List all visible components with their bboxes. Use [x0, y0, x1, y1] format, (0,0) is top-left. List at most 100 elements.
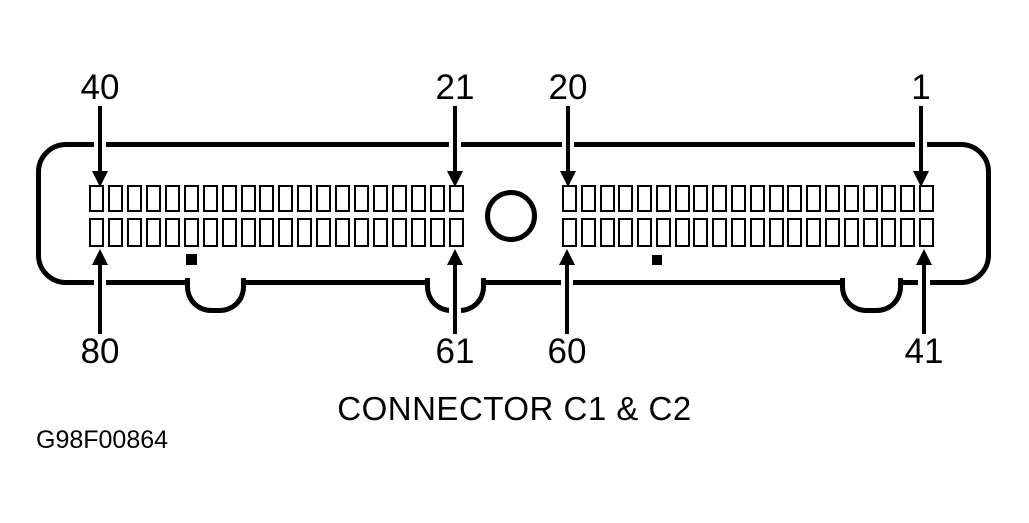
arrow-up-icon: [916, 249, 932, 265]
pin-terminal: [221, 218, 237, 247]
pin-terminal: [562, 218, 577, 247]
figure-id: G98F00864: [36, 426, 169, 454]
pin-terminal: [202, 218, 218, 247]
pin-terminal: [240, 185, 256, 212]
arrow-shaft: [449, 106, 461, 172]
pin-terminal: [787, 218, 803, 247]
pin-number-label: 21: [435, 68, 475, 107]
pin-terminal: [392, 218, 407, 247]
arrow-down-icon: [560, 171, 576, 187]
pin-terminal: [843, 185, 859, 212]
arrow-shaft: [94, 262, 106, 334]
pin-terminal: [674, 218, 690, 247]
pin-terminal: [297, 218, 313, 247]
pin-number-label: 40: [80, 68, 120, 107]
pin-terminal: [749, 185, 765, 212]
pin-terminal: [392, 185, 407, 212]
pin-terminal: [655, 185, 671, 212]
pin-terminal: [599, 218, 615, 247]
pin-terminal: [429, 185, 445, 212]
pin-number-label: 80: [80, 332, 120, 371]
pin-number-label: 61: [435, 332, 475, 371]
arrow-down-icon: [447, 171, 463, 187]
pin-terminal: [448, 218, 464, 247]
pin-row-60-41: [562, 218, 934, 247]
pin-terminal: [824, 218, 840, 247]
arrow-up-icon: [92, 249, 108, 265]
pin-terminal: [637, 185, 653, 212]
pin-terminal: [278, 185, 294, 212]
pin-terminal: [354, 185, 370, 212]
pin-terminal: [693, 185, 709, 212]
pin-terminal: [410, 185, 426, 212]
pin-terminal: [335, 185, 351, 212]
pin-terminal: [429, 218, 445, 247]
pin-number-label: 60: [547, 332, 587, 371]
pin-terminal: [674, 185, 690, 212]
pin-terminal: [164, 218, 180, 247]
pin-terminal: [107, 185, 123, 212]
index-hole-circle: [485, 190, 537, 242]
key-mark-right: [652, 255, 662, 265]
pin-terminal: [145, 218, 161, 247]
pin-terminal: [580, 185, 596, 212]
pin-terminal: [806, 185, 822, 212]
pin-terminal: [145, 185, 161, 212]
pin-terminal: [202, 185, 218, 212]
arrow-shaft: [449, 262, 461, 334]
pin-terminal: [354, 218, 370, 247]
arrow-shaft: [561, 262, 573, 334]
pin-number-label: 20: [548, 68, 588, 107]
pin-row-20-1: [562, 185, 934, 212]
pin-terminal: [731, 185, 747, 212]
pin-terminal: [900, 218, 916, 247]
pin-terminal: [918, 185, 934, 212]
pin-terminal: [89, 185, 104, 212]
pin-terminal: [240, 218, 256, 247]
pin-terminal: [824, 185, 840, 212]
diagram-caption: CONNECTOR C1 & C2: [337, 390, 692, 427]
pin-terminal: [164, 185, 180, 212]
pin-terminal: [448, 185, 464, 212]
arrow-down-icon: [913, 171, 929, 187]
pin-terminal: [881, 218, 897, 247]
pin-terminal: [316, 185, 332, 212]
arrow-shaft: [915, 106, 927, 172]
pin-terminal: [693, 218, 709, 247]
arrow-shaft: [918, 262, 930, 334]
housing-notch-right: [840, 278, 903, 313]
pin-terminal: [655, 218, 671, 247]
arrow-shaft: [94, 106, 106, 172]
pin-row-40-21: [89, 185, 464, 212]
housing-notch-left: [185, 278, 246, 313]
pin-terminal: [259, 185, 275, 212]
pin-terminal: [89, 218, 104, 247]
pin-terminal: [787, 185, 803, 212]
pin-terminal: [316, 218, 332, 247]
pin-terminal: [918, 218, 934, 247]
key-mark-left: [186, 254, 197, 265]
pin-terminal: [843, 218, 859, 247]
arrow-down-icon: [92, 171, 108, 187]
pin-terminal: [618, 218, 634, 247]
pin-terminal: [749, 218, 765, 247]
pin-terminal: [259, 218, 275, 247]
pin-terminal: [126, 185, 142, 212]
arrow-shaft: [562, 106, 574, 172]
pin-terminal: [806, 218, 822, 247]
pin-terminal: [126, 218, 142, 247]
pin-terminal: [768, 218, 784, 247]
pin-number-label: 1: [911, 68, 931, 107]
pin-terminal: [221, 185, 237, 212]
pin-terminal: [107, 218, 123, 247]
pin-terminal: [881, 185, 897, 212]
pin-terminal: [768, 185, 784, 212]
arrow-up-icon: [559, 249, 575, 265]
pin-number-label: 41: [904, 332, 944, 371]
pin-terminal: [637, 218, 653, 247]
pin-terminal: [862, 218, 878, 247]
pin-terminal: [580, 218, 596, 247]
pin-terminal: [900, 185, 916, 212]
pin-terminal: [183, 218, 199, 247]
